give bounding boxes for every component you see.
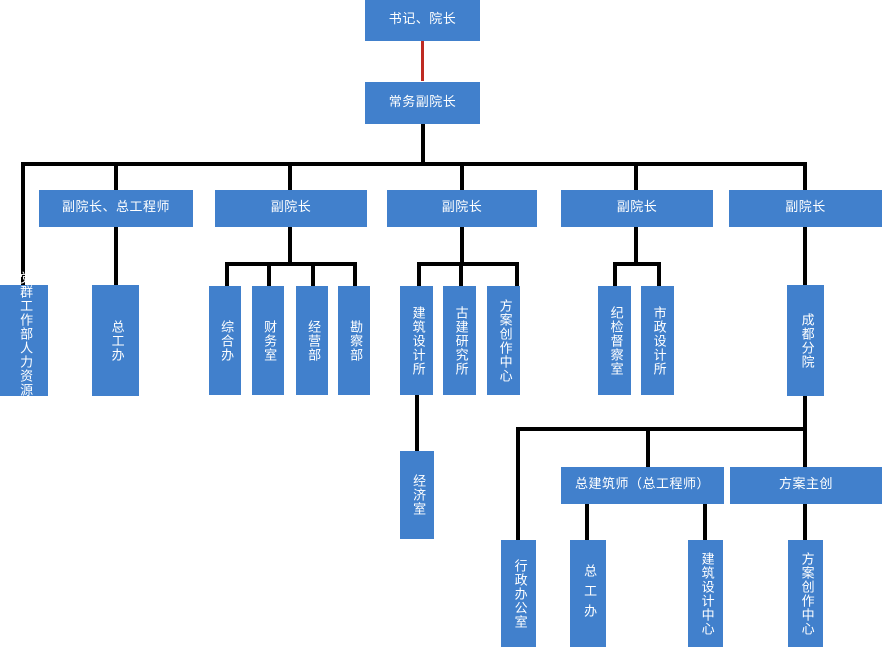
node-label: 经营部 bbox=[305, 319, 321, 362]
connector-chengdu-bus bbox=[516, 427, 807, 431]
node-discipline-inspection-office[interactable]: 纪检督察室 bbox=[598, 286, 631, 395]
node-secretary-dean[interactable]: 书记、院长 bbox=[365, 0, 480, 41]
node-municipal-design-institute[interactable]: 市政设计所 bbox=[641, 286, 674, 395]
connector-vd3-to-arch-institute bbox=[417, 262, 421, 286]
node-general-office[interactable]: 综合办 bbox=[209, 286, 241, 395]
connector-vd4-bus bbox=[613, 262, 661, 266]
node-label: 勘察部 bbox=[347, 319, 363, 362]
connector-bus-to-vd3 bbox=[460, 162, 464, 190]
node-admin-office[interactable]: 行政办公室 bbox=[501, 540, 536, 647]
connector-vd3-to-scheme-center bbox=[515, 262, 519, 286]
node-label: 副院长、总工程师 bbox=[61, 200, 170, 216]
node-label: 经济室 bbox=[410, 474, 426, 516]
node-label: 常务副院长 bbox=[388, 94, 457, 110]
connector-root-to-executive bbox=[421, 40, 424, 81]
connector-chief-architect-to-arch-center bbox=[703, 503, 707, 540]
connector-chengdu-down bbox=[803, 395, 807, 431]
connector-bus-to-vd1 bbox=[114, 162, 118, 190]
connector-vd2-to-survey bbox=[353, 262, 357, 286]
node-label: 方案创作中心 bbox=[798, 551, 814, 636]
node-party-work-and-hr[interactable]: 党群工作部 人力资源部 bbox=[0, 271, 48, 411]
node-vice-dean-4[interactable]: 副院长 bbox=[561, 190, 713, 227]
connector-vd5-to-chengdu bbox=[803, 226, 807, 285]
node-vice-dean-chief-engineer[interactable]: 副院长、总工程师 bbox=[39, 190, 193, 227]
connector-vd4-to-municipal bbox=[657, 262, 661, 286]
node-label: 成都分院 bbox=[798, 312, 814, 369]
node-label: 总工办 bbox=[581, 563, 597, 624]
connector-bus-to-vd2 bbox=[288, 162, 292, 190]
connector-vd3-down bbox=[460, 226, 464, 264]
node-chengdu-branch[interactable]: 成都分院 bbox=[787, 285, 824, 396]
connector-bus-to-party-hr bbox=[21, 162, 25, 285]
connector-arch-to-economics bbox=[415, 395, 419, 452]
node-label: 方案创作中心 bbox=[496, 298, 512, 383]
node-operations-dept[interactable]: 经营部 bbox=[296, 286, 328, 395]
node-vice-dean-3[interactable]: 副院长 bbox=[387, 190, 537, 227]
node-label-party-work: 党群工作部 bbox=[17, 270, 33, 341]
node-label-hr: 人力资源部 bbox=[17, 340, 33, 411]
node-executive-vice-dean[interactable]: 常务副院长 bbox=[365, 82, 480, 124]
node-label: 古建研究所 bbox=[452, 305, 468, 376]
node-label: 行政办公室 bbox=[511, 558, 527, 629]
node-chief-architect[interactable]: 总建筑师（总工程师） bbox=[561, 467, 724, 504]
connector-vd3-to-ancient-arch bbox=[459, 262, 463, 286]
node-label: 副院长 bbox=[785, 200, 826, 216]
node-label: 综合办 bbox=[218, 319, 234, 362]
node-scheme-creation-center-2[interactable]: 方案创作中心 bbox=[788, 540, 823, 647]
connector-vd2-to-general-office bbox=[225, 262, 229, 286]
connector-vd1-to-ceo bbox=[114, 226, 118, 285]
node-label: 纪检督察室 bbox=[607, 305, 623, 376]
node-chief-engineer-office-2[interactable]: 总工办 bbox=[570, 540, 606, 647]
node-label: 市政设计所 bbox=[650, 305, 666, 376]
node-label: 副院长 bbox=[270, 200, 312, 216]
node-vice-dean-2[interactable]: 副院长 bbox=[215, 190, 367, 227]
node-label: 书记、院长 bbox=[388, 12, 457, 28]
connector-vd2-to-operations bbox=[311, 262, 315, 286]
node-label: 总工办 bbox=[108, 319, 124, 362]
node-scheme-lead[interactable]: 方案主创 bbox=[730, 467, 882, 504]
node-arch-design-center[interactable]: 建筑设计中心 bbox=[688, 540, 723, 647]
connector-chief-architect-to-ceo2 bbox=[585, 503, 589, 540]
node-economics-office[interactable]: 经济室 bbox=[400, 451, 434, 539]
node-label: 副院长 bbox=[616, 200, 658, 216]
connector-vd2-down bbox=[288, 226, 292, 264]
node-ancient-arch-institute[interactable]: 古建研究所 bbox=[443, 286, 476, 395]
connector-executive-down bbox=[421, 124, 425, 165]
node-label: 建筑设计所 bbox=[409, 305, 425, 376]
node-label: 方案主创 bbox=[778, 477, 833, 493]
node-vice-dean-5[interactable]: 副院长 bbox=[729, 190, 882, 227]
node-label: 副院长 bbox=[441, 200, 483, 216]
connector-main-bus bbox=[21, 162, 807, 166]
node-label: 总建筑师（总工程师） bbox=[574, 477, 710, 493]
connector-scheme-lead-to-center bbox=[803, 503, 807, 540]
node-finance-office[interactable]: 财务室 bbox=[252, 286, 284, 395]
connector-bus-to-vd4 bbox=[634, 162, 638, 190]
connector-bus-to-vd5 bbox=[803, 162, 807, 190]
connector-vd4-down bbox=[634, 226, 638, 264]
connector-vd2-bus bbox=[225, 262, 357, 266]
connector-vd3-bus bbox=[417, 262, 519, 266]
node-survey-dept[interactable]: 勘察部 bbox=[338, 286, 370, 395]
connector-vd4-to-inspection bbox=[613, 262, 617, 286]
connector-branch-to-admin bbox=[516, 427, 520, 540]
node-scheme-creation-center[interactable]: 方案创作中心 bbox=[487, 286, 520, 395]
node-chief-engineer-office[interactable]: 总工办 bbox=[92, 285, 139, 396]
node-label: 财务室 bbox=[261, 319, 277, 362]
connector-branch-to-chief-architect bbox=[646, 427, 650, 467]
connector-vd2-to-finance bbox=[267, 262, 271, 286]
connector-branch-to-scheme-lead bbox=[803, 427, 807, 467]
node-label: 建筑设计中心 bbox=[698, 551, 714, 636]
node-arch-design-institute[interactable]: 建筑设计所 bbox=[400, 286, 433, 395]
